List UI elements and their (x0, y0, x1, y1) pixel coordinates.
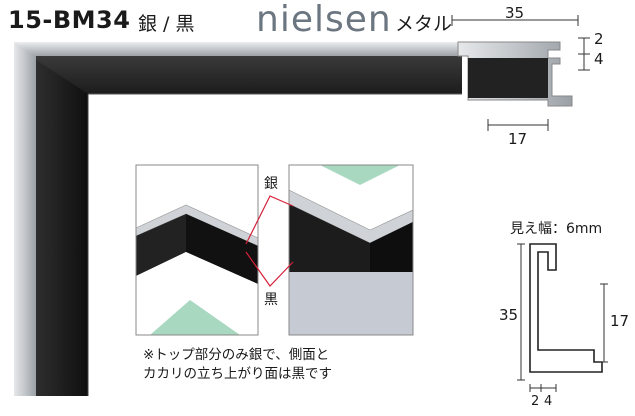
frame-black-top (36, 56, 462, 108)
product-code: 15-BM34 (8, 6, 131, 34)
frame-silver-left (14, 42, 36, 396)
brand-logo: nielsen (256, 0, 392, 40)
dim-inner-width: 17 (508, 130, 528, 148)
note-line-2: カカリの立ち上がり面は黒です (143, 366, 332, 382)
label-silver: 銀 (263, 173, 279, 193)
color-label: 銀 / 黒 (138, 13, 195, 35)
note-line-1: ※トップ部分のみ銀で、側面と (143, 347, 330, 363)
profile-outline (529, 243, 603, 373)
frame-black-left (36, 60, 88, 396)
face-width-label: 見え幅：6mm (510, 221, 603, 237)
label-black: 黒 (263, 289, 279, 309)
frame-silver-top (14, 42, 462, 56)
dim-depth-bottom: 4 (594, 50, 604, 68)
profile-bottom-dim-2: 2 (531, 394, 540, 409)
dim-total-width: 35 (505, 4, 525, 22)
detail-panel-left (136, 165, 258, 335)
material-label: メタル (395, 13, 453, 35)
pointer-lines (245, 195, 294, 287)
detail-panel-right (289, 165, 413, 335)
profile-height-label: 35 (499, 306, 519, 324)
profile-rabbet-label: 17 (610, 312, 630, 330)
dim-depth-top: 2 (594, 30, 604, 48)
profile-bottom-dim-4: 4 (544, 394, 553, 409)
